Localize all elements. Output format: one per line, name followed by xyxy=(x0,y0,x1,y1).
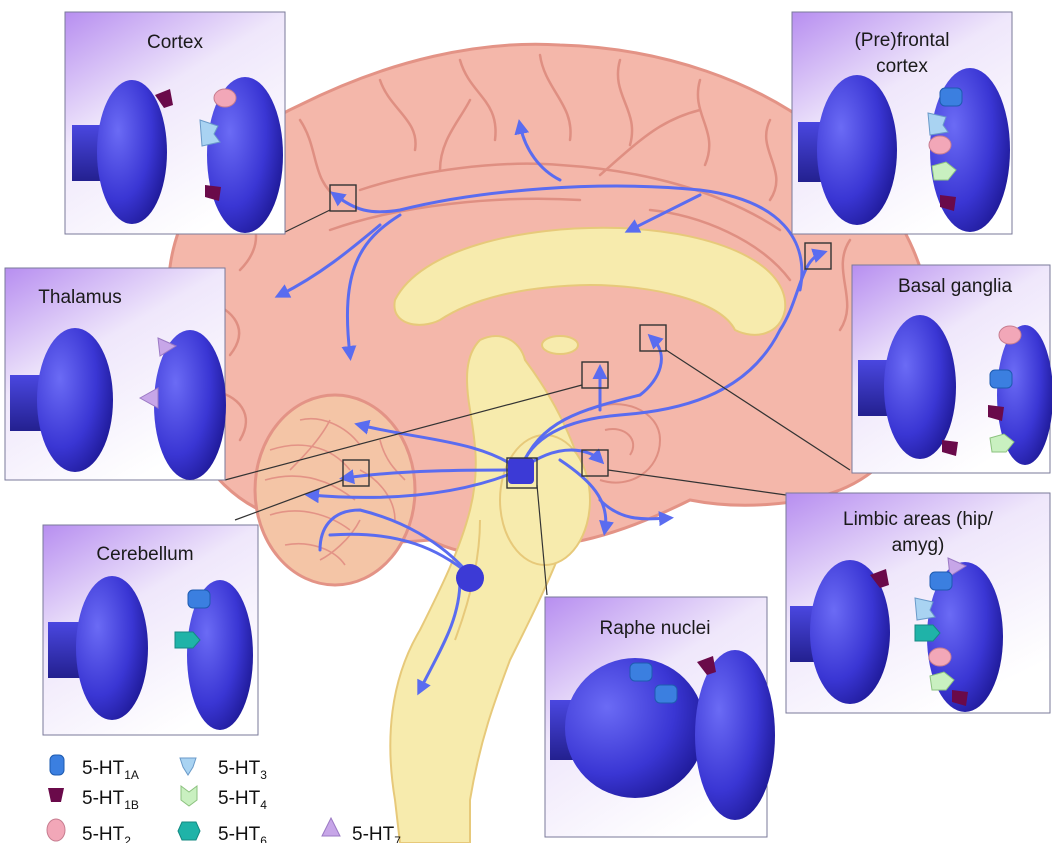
basal-ganglia-title: Basal ganglia xyxy=(898,276,1013,297)
legend: 5-HT1A 5-HT3 5-HT1B 5-HT4 5-HT2 5-HT6 5-… xyxy=(47,755,401,843)
legend-label-5ht7: 5-HT7 xyxy=(352,824,401,843)
postsynaptic-neuron xyxy=(695,650,775,820)
legend-5ht1a-icon xyxy=(50,755,64,775)
legend-5ht7-icon xyxy=(322,818,340,836)
thalamus-title: Thalamus xyxy=(38,287,121,308)
raphe-nuclei-title: Raphe nuclei xyxy=(600,618,711,639)
cortex-box: Cortex xyxy=(65,12,285,234)
thalamus-box: Thalamus xyxy=(5,268,226,480)
legend-label-5ht2: 5-HT2 xyxy=(82,824,131,843)
prefrontal-title-line1: (Pre)frontal xyxy=(854,30,949,51)
raphe-nuclei-box: Raphe nuclei xyxy=(545,597,775,837)
limbic-areas-box: Limbic areas (hip/ amyg) xyxy=(786,493,1050,713)
legend-label-5ht3: 5-HT3 xyxy=(218,758,267,782)
receptor-5ht1a-icon xyxy=(630,663,652,681)
legend-label-5ht1b: 5-HT1B xyxy=(82,788,139,812)
limbic-title-line2: amyg) xyxy=(892,535,945,556)
receptor-5ht1a-icon xyxy=(930,572,952,590)
basal-ganglia-box: Basal ganglia xyxy=(852,265,1052,473)
receptor-5ht2-icon xyxy=(214,89,236,107)
receptor-5ht1a-icon xyxy=(940,88,962,106)
legend-label-5ht1a: 5-HT1A xyxy=(82,758,139,782)
legend-label-5ht6: 5-HT6 xyxy=(218,824,267,843)
legend-5ht4-icon xyxy=(181,786,197,806)
limbic-title-line1: Limbic areas (hip/ xyxy=(843,509,994,530)
receptor-5ht1a-icon xyxy=(990,370,1012,388)
raphe-nucleus-marker xyxy=(508,458,534,484)
legend-5ht3-icon xyxy=(180,758,196,775)
legend-label-5ht4: 5-HT4 xyxy=(218,788,267,812)
cerebellum-box: Cerebellum xyxy=(43,525,258,735)
legend-5ht2-icon xyxy=(47,819,65,841)
receptor-5ht1a-icon xyxy=(188,590,210,608)
legend-5ht6-icon xyxy=(178,822,200,840)
receptor-5ht2-icon xyxy=(929,136,951,154)
raphe-caudal-nucleus xyxy=(456,564,484,592)
cortex-title: Cortex xyxy=(147,32,203,53)
receptor-5ht1a-icon xyxy=(655,685,677,703)
cerebellum-structure xyxy=(255,395,415,585)
prefrontal-title-line2: cortex xyxy=(876,56,928,77)
receptor-5ht2-icon xyxy=(929,648,951,666)
receptor-5ht2-icon xyxy=(999,326,1021,344)
legend-5ht1b-icon xyxy=(48,788,64,802)
cerebellum-title: Cerebellum xyxy=(96,544,193,565)
prefrontal-cortex-box: (Pre)frontal cortex xyxy=(792,12,1012,234)
